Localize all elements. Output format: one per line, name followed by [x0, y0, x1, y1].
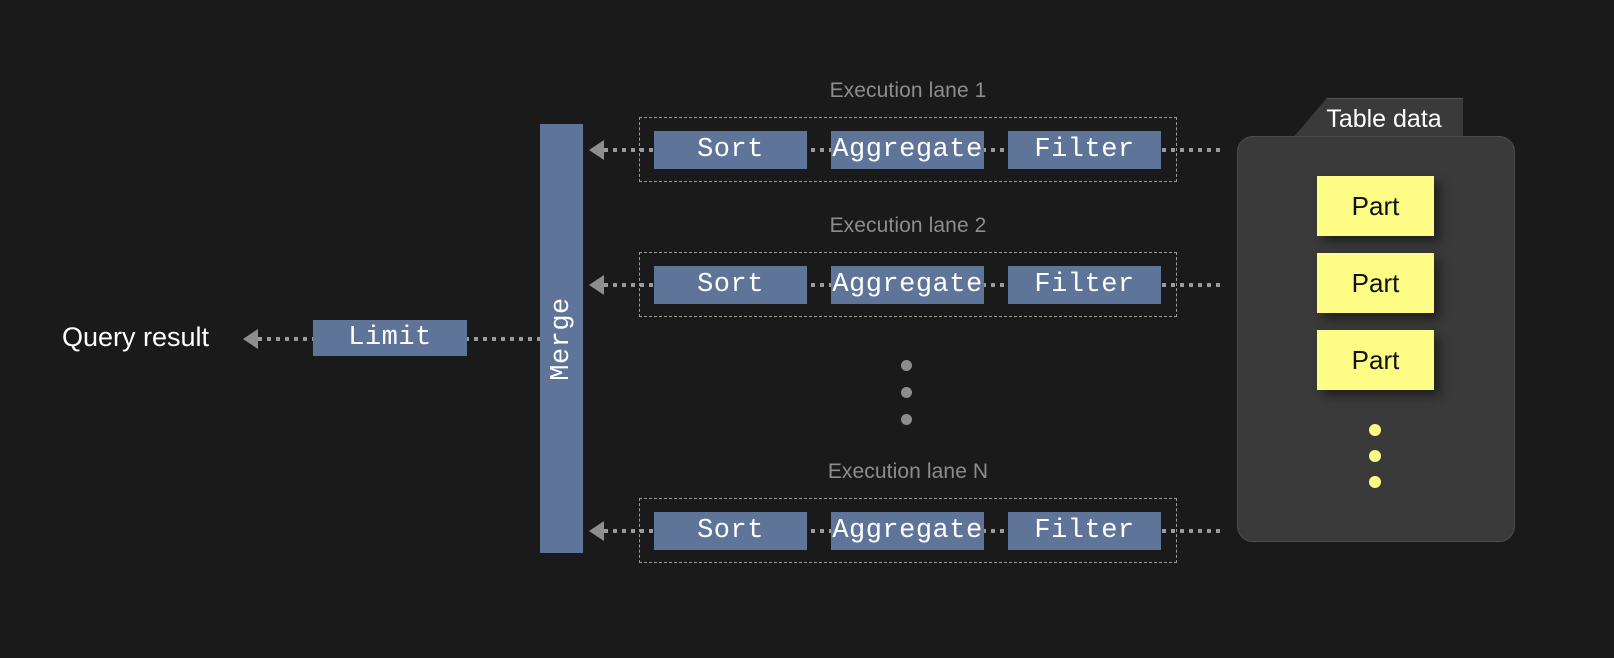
limit-operator-box[interactable]: Limit — [313, 320, 467, 356]
part-ellipsis-dot-3 — [1369, 476, 1381, 488]
part-box-2[interactable]: Part — [1317, 253, 1434, 313]
query-result-label: Query result — [62, 322, 210, 352]
lane-ellipsis-dot-2 — [901, 387, 912, 398]
part-box-1[interactable]: Part — [1317, 176, 1434, 236]
lane-ellipsis-dot-3 — [901, 414, 912, 425]
lane-2-stage-sort[interactable]: Sort — [654, 266, 807, 304]
lane-n-stage-filter[interactable]: Filter — [1008, 512, 1161, 550]
lane-2-arrowhead — [589, 275, 604, 295]
part-box-3[interactable]: Part — [1317, 330, 1434, 390]
lane-n-arrowhead — [589, 521, 604, 541]
table-data-title: Table data — [1291, 98, 1463, 140]
part-ellipsis-dot-1 — [1369, 424, 1381, 436]
lane-label-n: Execution lane N — [827, 460, 989, 483]
lane-ellipsis-dot-1 — [901, 360, 912, 371]
lane-n-stage-sort[interactable]: Sort — [654, 512, 807, 550]
lane-2-stage-filter[interactable]: Filter — [1008, 266, 1161, 304]
lane-1-stage-sort[interactable]: Sort — [654, 131, 807, 169]
merge-label: Merge — [546, 296, 577, 381]
lane-1-stage-aggregate[interactable]: Aggregate — [831, 131, 984, 169]
lane-n-stage-aggregate[interactable]: Aggregate — [831, 512, 984, 550]
lane-1-stage-filter[interactable]: Filter — [1008, 131, 1161, 169]
merge-operator-bar[interactable]: Merge — [540, 124, 583, 553]
lane-label-2: Execution lane 2 — [829, 214, 987, 237]
lane-1-arrowhead — [589, 140, 604, 160]
lane-2-stage-aggregate[interactable]: Aggregate — [831, 266, 984, 304]
query-result-arrowhead — [243, 329, 258, 349]
part-ellipsis-dot-2 — [1369, 450, 1381, 462]
lane-label-1: Execution lane 1 — [829, 79, 987, 102]
